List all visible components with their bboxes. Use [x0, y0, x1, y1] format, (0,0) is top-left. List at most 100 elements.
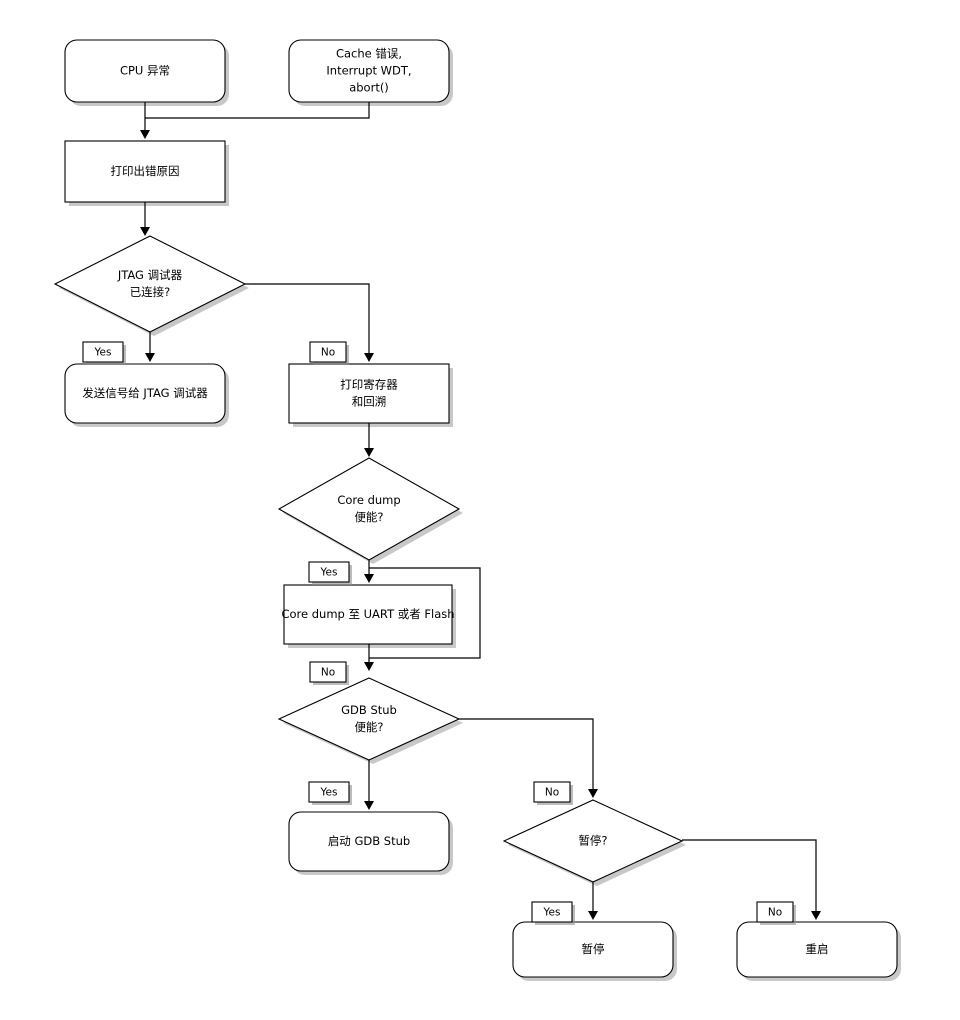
edge-label-label-jtag-yes: Yes — [82, 341, 126, 365]
node-label: abort() — [349, 81, 389, 95]
node-start-gdb-stub[interactable]: 启动 GDB Stub — [288, 811, 450, 872]
edge-label-text: No — [321, 347, 335, 359]
node-label: 重启 — [806, 942, 829, 956]
edge-arrowhead — [588, 911, 598, 920]
edge-arrowhead — [140, 130, 150, 139]
node-gdb-stub-enabled[interactable]: GDB Stub 便能? — [277, 677, 461, 761]
node-outline-diamond — [277, 457, 461, 561]
node-label: 便能? — [354, 510, 383, 524]
edge-label-text: No — [321, 667, 335, 679]
edge-arrowhead — [364, 353, 374, 362]
node-core-dump-enabled[interactable]: Core dump 便能? — [277, 457, 461, 561]
node-label: 已连接? — [130, 285, 171, 299]
node-label: Core dump 至 UART 或者 Flash — [281, 607, 454, 621]
node-cpu-exception[interactable]: CPU 异常 — [64, 39, 226, 103]
edge-label-box — [309, 341, 347, 363]
edge-label-box — [82, 341, 124, 363]
edge-label-label-gdbstub-no: No — [533, 781, 573, 805]
node-outline-rounded — [288, 39, 450, 103]
node-outline-diamond — [502, 799, 684, 883]
edge-arrowhead — [364, 801, 374, 810]
edge-label-box — [308, 561, 350, 583]
node-cache-error[interactable]: Cache 错误, Interrupt WDT, abort() — [288, 39, 450, 103]
node-outline-rect — [288, 363, 450, 424]
node-label: 暂停? — [578, 834, 607, 848]
edge-cache-to-print — [145, 102, 370, 119]
edge-label-text: Yes — [94, 347, 112, 359]
node-core-dump-to-uart-flash[interactable]: Core dump 至 UART 或者 Flash — [281, 584, 455, 645]
node-label: JTAG 调试器 — [117, 268, 183, 282]
edge-line — [459, 718, 594, 793]
node-label: CPU 异常 — [120, 64, 170, 78]
edge-gdbstub-yes-to-start — [364, 760, 374, 810]
edge-label-box — [531, 901, 573, 923]
edge-arrowhead — [811, 911, 821, 920]
edge-label-label-pause-no: No — [756, 901, 796, 925]
edge-gdbstub-no-to-pause-decision — [459, 718, 598, 798]
edge-label-label-jtag-no: No — [309, 341, 349, 365]
node-label: 打印寄存器 — [340, 378, 398, 392]
edge-print-registers-to-coredump — [364, 423, 374, 457]
edge-label-text: Yes — [320, 787, 338, 799]
node-pause-decision[interactable]: 暂停? — [502, 799, 684, 883]
edge-coredump-no-bypass — [369, 567, 481, 659]
node-label: 便能? — [354, 720, 383, 734]
edge-jtag-yes-to-signal — [145, 332, 155, 362]
edge-arrowhead — [140, 227, 150, 236]
node-label: 暂停 — [582, 942, 605, 956]
edge-line — [245, 283, 370, 357]
node-outline-rounded — [64, 363, 226, 424]
node-label: Core dump — [337, 493, 400, 507]
node-outline-rounded — [512, 921, 674, 978]
edge-label-box — [308, 781, 350, 803]
node-label: 和回溯 — [352, 395, 387, 409]
edge-label-label-pause-yes: Yes — [531, 901, 575, 925]
node-label: 发送信号给 JTAG 调试器 — [82, 386, 208, 400]
edge-line — [369, 567, 481, 659]
node-label: 启动 GDB Stub — [328, 834, 410, 848]
node-outline-rounded — [64, 39, 226, 103]
node-print-error-reason[interactable]: 打印出错原因 — [64, 140, 226, 203]
node-label: 打印出错原因 — [111, 164, 180, 178]
node-layer: CPU 异常 Cache 错误, Interrupt WDT, abort() 打印出错… — [53, 39, 898, 978]
edge-pause-yes-to-pause — [588, 882, 598, 920]
edge-arrowhead — [588, 789, 598, 798]
edge-pause-no-to-restart — [682, 839, 821, 920]
node-outline-rounded — [288, 811, 450, 872]
edge-arrowhead — [145, 353, 155, 362]
edge-label-text: Yes — [543, 907, 561, 919]
edge-label-label-coredump-yes: Yes — [308, 561, 352, 585]
edge-print-to-jtag — [140, 202, 150, 236]
edge-layer — [140, 102, 821, 920]
node-label: GDB Stub — [341, 703, 397, 717]
node-outline-rect — [283, 584, 453, 645]
edge-jtag-no-to-print-registers — [245, 283, 374, 362]
edge-coredump-yes-to-dump — [364, 560, 374, 583]
edge-label-box — [756, 901, 794, 923]
edge-label-label-gdbstub-yes: Yes — [308, 781, 352, 805]
edge-arrowhead — [364, 574, 374, 583]
edge-arrowhead — [364, 448, 374, 457]
edge-label-text: Yes — [320, 567, 338, 579]
node-outline-rect — [64, 140, 226, 203]
node-label: Cache 错误, — [336, 47, 402, 61]
node-restart[interactable]: 重启 — [736, 921, 898, 978]
edge-label-text: No — [545, 787, 559, 799]
edge-label-box — [309, 661, 347, 683]
edge-label-label-coredump-no: No — [309, 661, 349, 685]
edge-dump-to-gdbstub — [364, 644, 374, 671]
node-pause[interactable]: 暂停 — [512, 921, 674, 978]
edge-label-text: No — [768, 907, 782, 919]
edge-arrowhead — [364, 662, 374, 671]
node-label: Interrupt WDT, — [326, 64, 411, 78]
node-signal-jtag[interactable]: 发送信号给 JTAG 调试器 — [64, 363, 226, 424]
node-outline-rounded — [736, 921, 898, 978]
edge-label-box — [533, 781, 571, 803]
node-outline-diamond — [277, 677, 461, 761]
edge-line — [682, 839, 817, 915]
